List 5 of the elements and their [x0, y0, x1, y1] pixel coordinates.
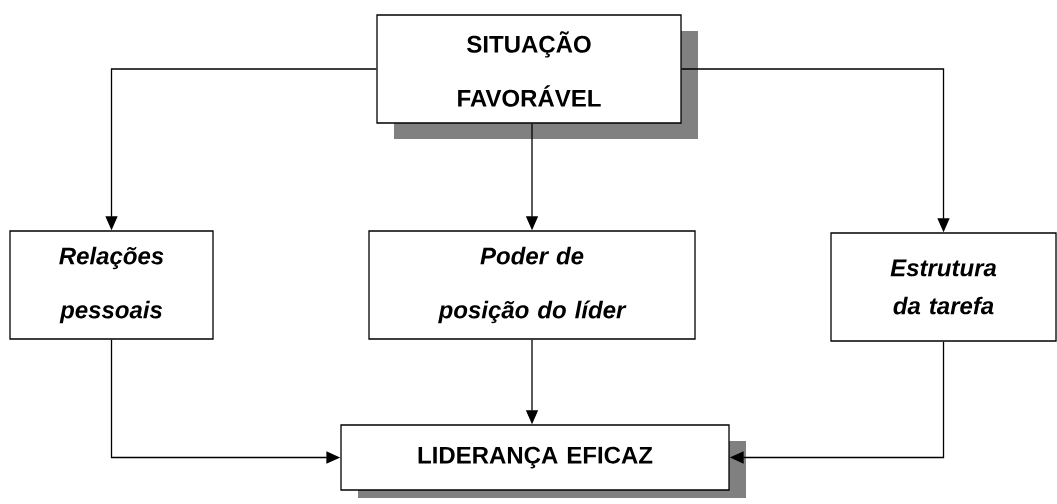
process-box: SITUAÇÃO FAVORÁVEL — [376, 14, 698, 139]
process-box: Poder de posição do líder — [368, 230, 696, 340]
process-box: LIDERANÇA EFICAZ — [340, 424, 746, 498]
process-box: Estrutura da tarefa — [830, 232, 1057, 342]
process-box: Relações pessoais — [9, 230, 214, 340]
